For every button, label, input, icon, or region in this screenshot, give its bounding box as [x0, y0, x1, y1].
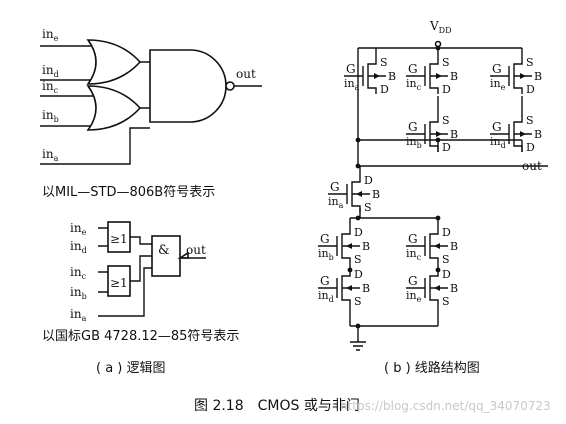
- gate-letter: G: [346, 62, 356, 76]
- gate-letter: G: [320, 274, 330, 288]
- gate-letter: G: [408, 274, 418, 288]
- or-to-nand-wires: [140, 61, 150, 109]
- source-letter: S: [380, 56, 388, 69]
- gate-letter: G: [320, 232, 330, 246]
- source-letter: S: [526, 114, 534, 127]
- input-label-d: ind: [42, 63, 59, 79]
- or-gate-1: [86, 39, 142, 85]
- bulk-letter: B: [534, 128, 542, 141]
- input-label-a: ina: [42, 147, 59, 163]
- drain-letter: D: [354, 268, 363, 281]
- gate-letter: G: [408, 232, 418, 246]
- vdd-label: VDD: [429, 19, 452, 35]
- gate-input-label: ine: [490, 77, 506, 92]
- source-letter: S: [526, 56, 534, 69]
- nand-gate: [149, 49, 227, 123]
- nand-box: [151, 235, 181, 277]
- input-label-e: ine: [42, 27, 59, 43]
- circuit: VDD out GinaBSDGincBSDGineBSDGinbBSDGind…: [318, 19, 548, 351]
- gate-letter: G: [492, 62, 502, 76]
- input-label-b-2: inb: [70, 285, 87, 301]
- input-label-b: inb: [42, 108, 59, 124]
- gate-letter: G: [492, 120, 502, 134]
- figure-caption: 图 2.18 CMOS 或与非门: [194, 398, 360, 414]
- source-letter: S: [364, 201, 372, 214]
- gate-letter: G: [330, 180, 340, 194]
- gate-letter: G: [408, 62, 418, 76]
- ground-icon: [350, 341, 366, 351]
- drain-letter: D: [442, 268, 451, 281]
- input-label-e-2: ine: [70, 221, 87, 237]
- input-label-a-2: ina: [70, 307, 87, 323]
- drain-letter: D: [442, 141, 451, 154]
- drain-letter: D: [442, 83, 451, 96]
- bulk-letter: B: [362, 240, 370, 253]
- bulk-letter: B: [362, 282, 370, 295]
- gate-input-label: inb: [318, 247, 334, 262]
- output-label-2: out: [186, 243, 206, 257]
- drain-letter: D: [526, 141, 535, 154]
- gate-input-label: inc: [406, 247, 422, 262]
- source-letter: S: [442, 114, 450, 127]
- caption-b: ( b ) 线路结构图: [384, 360, 480, 376]
- source-letter: S: [442, 295, 450, 308]
- gate-input-label: ine: [406, 289, 422, 304]
- caption-mil: 以MIL—STD—806B符号表示: [42, 184, 215, 200]
- drain-letter: D: [364, 174, 373, 187]
- node-dots: [347, 45, 441, 329]
- caption-a: ( a ) 逻辑图: [96, 361, 166, 376]
- source-letter: S: [442, 253, 450, 266]
- output-label: out: [236, 67, 256, 81]
- or-to-and-wires-2: [130, 236, 152, 282]
- or-symbol-1: ≥1: [110, 232, 128, 246]
- or-symbol-2: ≥1: [110, 276, 128, 290]
- input-wires-2: [98, 227, 152, 317]
- gate-letter: G: [408, 120, 418, 134]
- input-label-d-2: ind: [70, 239, 87, 255]
- bulk-letter: B: [450, 240, 458, 253]
- source-letter: S: [354, 253, 362, 266]
- drain-letter: D: [380, 83, 389, 96]
- gate-input-label: inb: [406, 135, 422, 150]
- transistor-group: GinaBSDGincBSDGineBSDGinbBSDGindBSDGinaB…: [318, 56, 542, 308]
- drain-letter: D: [442, 226, 451, 239]
- gate-input-label: ina: [344, 77, 360, 92]
- gate-input-label: ina: [328, 195, 344, 210]
- caption-gb: 以国标GB 4728.12—85符号表示: [42, 328, 239, 344]
- logic-top: ine ind inc inb ina out 以MIL—STD—806B符号表…: [40, 27, 262, 200]
- bulk-letter: B: [450, 70, 458, 83]
- gate-input-label: inc: [406, 77, 422, 92]
- circuit-output-label: out: [522, 159, 542, 173]
- or-gate-2: [86, 85, 142, 131]
- logic-bottom: ine ind inc inb ina ≥1 ≥1 & out 以国标GB 47…: [42, 221, 239, 344]
- input-wires: [40, 45, 150, 165]
- gate-input-label: ind: [318, 289, 334, 304]
- bulk-letter: B: [534, 70, 542, 83]
- bulk-letter: B: [372, 188, 380, 201]
- drain-letter: D: [354, 226, 363, 239]
- nand-symbol: &: [158, 243, 170, 258]
- input-label-c-2: inc: [70, 265, 87, 281]
- bulk-letter: B: [388, 70, 396, 83]
- gate-input-label: ind: [490, 135, 506, 150]
- nand-bubble: [225, 81, 235, 91]
- bulk-letter: B: [450, 128, 458, 141]
- drain-letter: D: [526, 83, 535, 96]
- input-label-c: inc: [42, 79, 59, 95]
- watermark: https://blog.csdn.net/qq_34070723: [340, 399, 551, 413]
- source-letter: S: [442, 56, 450, 69]
- source-letter: S: [354, 295, 362, 308]
- bulk-letter: B: [450, 282, 458, 295]
